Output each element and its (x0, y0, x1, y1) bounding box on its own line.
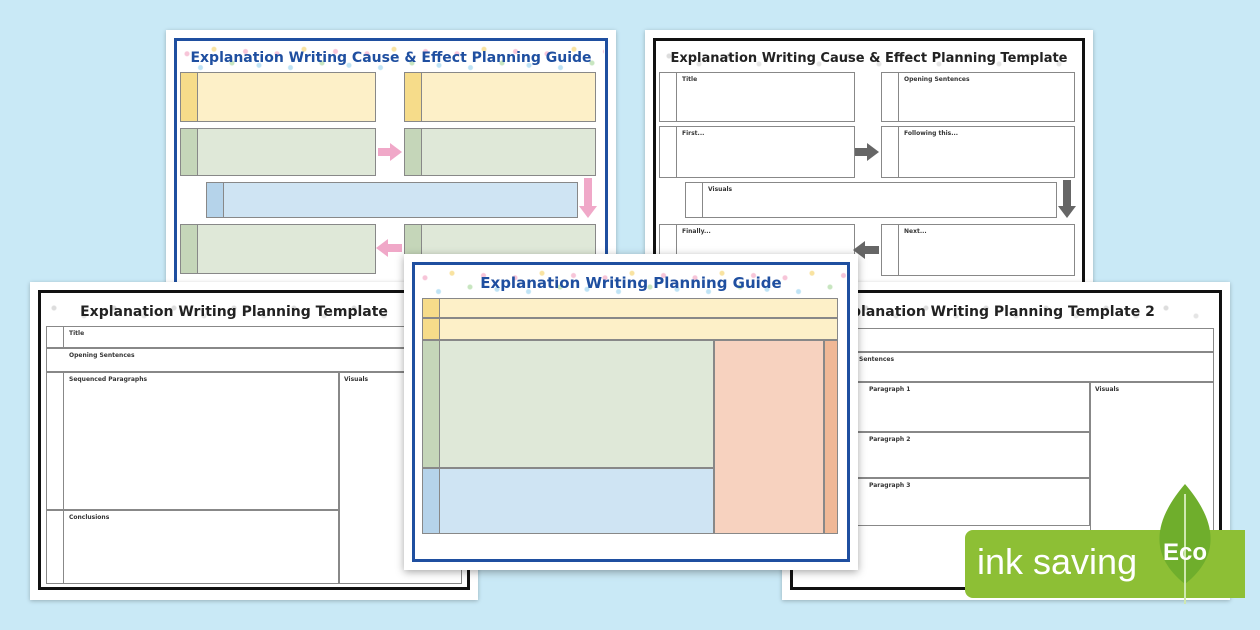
sequenced-paragraphs-box: Sequenced Paragraphs (46, 372, 339, 510)
title-row: Title (46, 326, 462, 348)
arrow-shaft (865, 246, 879, 254)
sheet-title: Explanation Writing Cause & Effect Plann… (670, 51, 1068, 66)
title-row (422, 298, 838, 318)
opening-row (422, 318, 838, 340)
arrow-shaft (855, 148, 869, 156)
opening-box: Opening Sentences (881, 72, 1075, 122)
visuals-box (206, 182, 578, 218)
title-box: Title (659, 72, 855, 122)
arrow-shaft (1063, 180, 1071, 208)
cause-effect-guide-sheet: Explanation Writing Cause & Effect Plann… (166, 30, 616, 290)
arrow-shaft (388, 244, 402, 252)
title-row (798, 328, 1214, 352)
eco-leaf-icon: Eco (1159, 484, 1211, 604)
sheet-title: Explanation Writing Planning Template (80, 304, 388, 320)
sheet-title: Explanation Writing Planning Guide (480, 274, 782, 292)
dots-decoration (657, 40, 1081, 80)
dots-decoration (794, 292, 1218, 332)
opening-box (404, 72, 596, 122)
sheet-frame (412, 262, 850, 562)
conclusions-box (422, 468, 714, 534)
cause-effect-template-sheet: Explanation Writing Cause & Effect Plann… (645, 30, 1093, 290)
arrow-down-icon (579, 206, 597, 218)
arrow-right-icon (390, 143, 402, 161)
sheet-title: xplanation Writing Planning Template 2 (842, 304, 1155, 320)
arrow-down-icon (1058, 206, 1076, 218)
sheet-title: Explanation Writing Cause & Effect Plann… (190, 50, 592, 66)
eco-label: Eco (1163, 539, 1207, 566)
dots-decoration (42, 292, 466, 332)
finally-box (180, 224, 376, 274)
visuals-side-strip (824, 340, 838, 534)
opening-row: Opening Sentences (46, 348, 462, 372)
arrow-right-icon (867, 143, 879, 161)
planning-guide-sheet: Explanation Writing Planning Guide (404, 254, 858, 570)
conclusions-box: Conclusions (46, 510, 339, 584)
opening-row: Sentences (798, 352, 1214, 382)
next-box: Next... (881, 224, 1075, 276)
following-box: Following this... (881, 126, 1075, 178)
first-box: First... (659, 126, 855, 178)
visuals-box: Visuals (685, 182, 1057, 218)
arrow-shaft (584, 178, 592, 208)
title-box (180, 72, 376, 122)
ink-saving-label: ink saving (977, 541, 1138, 582)
first-box (180, 128, 376, 176)
arrow-shaft (378, 148, 392, 156)
visuals-box (714, 340, 824, 534)
arrow-left-icon (376, 239, 388, 257)
sequenced-paragraphs-box (422, 340, 714, 468)
following-box (404, 128, 596, 176)
confetti-decoration (416, 264, 846, 300)
